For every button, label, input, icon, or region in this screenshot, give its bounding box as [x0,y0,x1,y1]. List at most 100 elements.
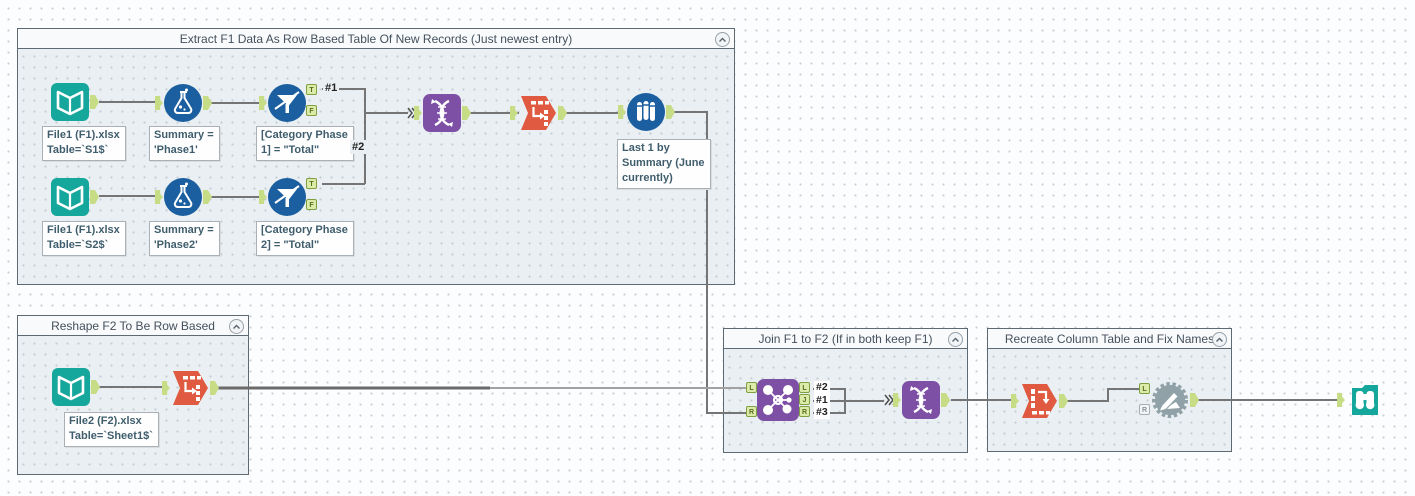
output-anchor[interactable] [462,106,471,120]
annotation-formula-1[interactable]: Summary = 'Phase1' [149,126,220,161]
input-anchor[interactable] [1337,393,1345,407]
input-data-icon [51,178,89,216]
formula-icon [164,84,202,122]
input-anchor[interactable] [259,96,267,110]
input-anchor[interactable] [510,106,518,120]
annotation-input-data-1[interactable]: File1 (F1).xlsx Table=`S1$` [42,126,126,161]
right-input-anchor[interactable]: R [746,406,757,417]
collapse-icon[interactable] [715,32,730,47]
output-anchor[interactable] [203,96,212,110]
output-anchor[interactable] [90,190,99,204]
output-anchor[interactable] [91,380,100,394]
tool-filter-1[interactable]: T F [259,83,317,123]
container-extract-f1: Extract F1 Data As Row Based Table Of Ne… [17,28,735,285]
tool-union-1[interactable] [414,93,471,133]
annotation-line: File1 (F1).xlsx [47,129,120,141]
false-output-anchor[interactable]: F [306,105,317,116]
annotation-line: Table=`S1$` [47,144,109,156]
tool-input-data-1[interactable] [50,82,99,122]
tool-cross-tab-1[interactable] [1011,381,1068,421]
container-title: Extract F1 Data As Row Based Table Of Ne… [179,31,573,46]
tool-filter-2[interactable]: T F [259,177,317,217]
container-join-f1-f2-header[interactable]: Join F1 to F2 (If in both keep F1) [724,329,967,349]
tool-union-2[interactable] [893,380,950,420]
join-icon [757,379,799,421]
false-output-anchor[interactable]: F [306,199,317,210]
output-anchor[interactable] [1059,394,1068,408]
input-data-icon [51,83,89,121]
container-extract-f1-header[interactable]: Extract F1 Data As Row Based Table Of Ne… [18,29,734,49]
right-output-anchor[interactable]: R [799,406,810,417]
input-anchor[interactable] [162,381,170,395]
collapse-icon[interactable] [948,332,963,347]
tool-transpose-1[interactable] [510,93,567,133]
annotation-line: 1] = "Total" [261,144,320,156]
join-output-anchor[interactable]: J [799,394,810,405]
input-anchor[interactable] [259,190,267,204]
tool-transpose-2[interactable] [162,368,219,408]
annotation-line: Summary (June [622,157,705,169]
container-reshape-f2-header[interactable]: Reshape F2 To Be Row Based [18,316,248,336]
filter-icon [268,178,306,216]
annotation-filter-1[interactable]: [Category Phase 1] = "Total" [256,126,354,161]
annotation-line: Table=`S2$` [47,239,109,251]
output-anchor[interactable] [941,393,950,407]
wire-crosstab-dynrename[interactable] [1064,388,1143,402]
true-output-anchor[interactable]: T [306,84,317,95]
annotation-formula-2[interactable]: Summary = 'Phase2' [149,221,220,256]
filter-icon [268,84,306,122]
wire-merge-to-union1[interactable] [364,88,408,184]
annotation-filter-2[interactable]: [Category Phase 2] = "Total" [256,221,354,256]
tool-browse-1[interactable] [1337,380,1385,420]
annotation-input-data-3[interactable]: File2 (F2).xlsx Table=`Sheet1$` [64,412,159,447]
tool-input-data-2[interactable] [50,177,99,217]
container-title: Recreate Column Table and Fix Names [1004,331,1215,346]
wire-label-filter2-true[interactable]: #2 [350,140,367,154]
container-title: Reshape F2 To Be Row Based [51,318,215,333]
wire-sample-join-r[interactable] [671,111,749,414]
output-anchor[interactable] [666,105,675,119]
input-anchor[interactable] [414,106,422,120]
cross-tab-icon [1022,384,1057,418]
output-anchor[interactable] [558,106,567,120]
wire-label-join-l[interactable]: #2 [816,381,828,393]
container-recreate-column-header[interactable]: Recreate Column Table and Fix Names [988,329,1231,349]
output-anchor[interactable] [1190,393,1199,407]
tool-dynamic-rename-1[interactable]: L R [1139,380,1199,420]
tool-formula-1[interactable] [155,83,212,123]
left-input-anchor[interactable]: L [746,382,757,393]
output-anchor[interactable] [203,190,212,204]
annotation-input-data-2[interactable]: File1 (F1).xlsx Table=`S2$` [42,221,126,256]
collapse-icon[interactable] [229,319,244,334]
input-anchor[interactable] [155,190,163,204]
input-anchor[interactable] [1011,394,1019,408]
tool-input-data-3[interactable] [51,367,100,407]
tool-join-1[interactable]: L R L J R [746,378,810,422]
left-input-anchor[interactable]: L [1139,383,1150,394]
true-output-anchor[interactable]: T [306,178,317,189]
annotation-line: [Category Phase [261,224,348,236]
annotation-line: Summary = [154,224,214,236]
wire-labels-join-outputs: #2 #1 #3 [814,381,830,419]
input-anchor[interactable] [155,96,163,110]
formula-icon [164,178,202,216]
annotation-line: Last 1 by [622,142,670,154]
wire-label-join-r[interactable]: #3 [816,406,828,418]
union-icon [423,94,461,132]
output-anchor[interactable] [210,381,219,395]
tool-sample-1[interactable] [618,92,675,132]
left-output-anchor[interactable]: L [799,382,810,393]
collapse-icon[interactable] [1212,332,1227,347]
browse-icon [1352,385,1378,415]
right-input-anchor[interactable]: R [1139,404,1150,415]
wire-label-filter1-true[interactable]: #1 [323,81,340,95]
output-anchor[interactable] [90,95,99,109]
tool-formula-2[interactable] [155,177,212,217]
input-anchor[interactable] [893,393,901,407]
wire-label-join-j[interactable]: #1 [816,393,828,406]
annotation-line: 'Phase2' [154,239,198,251]
annotation-line: Table=`Sheet1$` [69,430,153,442]
annotation-sample-1[interactable]: Last 1 by Summary (June currently) [617,139,711,189]
input-anchor[interactable] [618,105,626,119]
